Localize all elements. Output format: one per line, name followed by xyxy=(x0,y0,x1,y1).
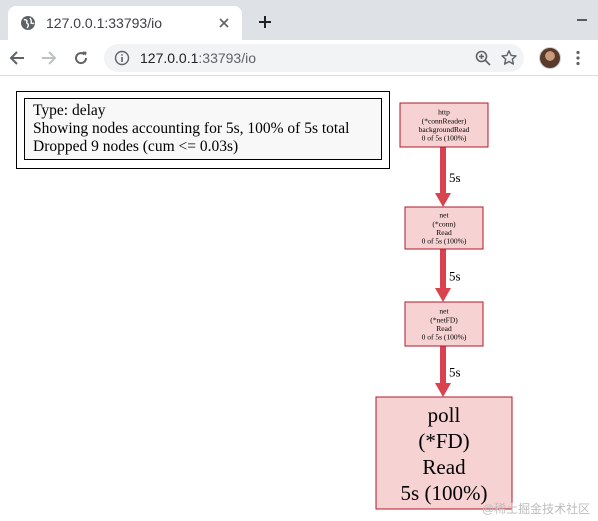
graph-node-label: (*connReader) xyxy=(422,116,467,125)
edge-label: 5s xyxy=(449,365,461,380)
url-path: :33793/io xyxy=(198,50,256,66)
graph-node-label: net xyxy=(439,307,449,316)
legend-frame xyxy=(16,91,390,169)
graph-node-box xyxy=(399,102,489,148)
graph-node-box xyxy=(404,301,484,347)
graph-node-label: http xyxy=(438,108,450,117)
close-tab-icon[interactable] xyxy=(216,15,232,31)
legend-type: Type: delay xyxy=(33,102,106,119)
reload-icon xyxy=(75,51,88,65)
legend-box: Type: delay Showing nodes accounting for… xyxy=(24,98,382,160)
graph-node-label: 5s (100%) xyxy=(401,481,488,505)
browser-menu-button[interactable] xyxy=(570,47,586,69)
watermark: @稀土掘金技术社区 xyxy=(482,502,591,516)
graph-node-label: net xyxy=(439,211,449,220)
globe-icon xyxy=(20,15,36,31)
graph-node-label: (*conn) xyxy=(432,219,456,228)
minimize-icon xyxy=(577,19,587,21)
graph-node-box xyxy=(375,396,513,510)
tab-title: 127.0.0.1:33793/io xyxy=(46,15,162,31)
graph-node-label: Read xyxy=(422,455,466,479)
info-icon[interactable] xyxy=(114,50,130,66)
profile-avatar[interactable] xyxy=(539,47,561,69)
plus-icon xyxy=(259,16,271,28)
edge-label: 5s xyxy=(449,170,461,185)
arrow-left-icon xyxy=(9,51,24,65)
graph-node-label: Read xyxy=(436,228,452,237)
back-button[interactable] xyxy=(6,47,28,69)
graph-node-label: (*netFD) xyxy=(430,315,458,324)
graph-node-label: backgroundRead xyxy=(419,125,470,134)
graph-node-label: Read xyxy=(436,324,452,333)
graph-node-label: 0 of 5s (100%) xyxy=(422,236,467,245)
browser-tab[interactable]: 127.0.0.1:33793/io xyxy=(8,6,242,40)
browser-toolbar: 127.0.0.1:33793/io xyxy=(0,40,598,76)
reload-button[interactable] xyxy=(70,47,92,69)
graph-node-label: 0 of 5s (100%) xyxy=(422,332,467,341)
legend-dropped: Dropped 9 nodes (cum <= 0.03s) xyxy=(33,138,239,155)
edge-arrowhead xyxy=(435,383,451,397)
bookmark-star-icon[interactable] xyxy=(500,49,518,67)
minimize-window-button[interactable] xyxy=(574,8,590,24)
url-host: 127.0.0.1 xyxy=(140,50,199,66)
url-text: 127.0.0.1:33793/io xyxy=(140,50,256,66)
edge-arrowhead xyxy=(435,288,451,302)
address-bar[interactable]: 127.0.0.1:33793/io xyxy=(104,44,524,72)
arrow-right-icon xyxy=(42,51,57,65)
legend-summary: Showing nodes accounting for 5s, 100% of… xyxy=(33,120,350,137)
edge-label: 5s xyxy=(449,269,461,284)
zoom-icon[interactable] xyxy=(474,49,492,67)
tab-strip: 127.0.0.1:33793/io xyxy=(0,0,598,40)
edge-arrowhead xyxy=(435,193,451,207)
graph-node-box xyxy=(404,206,484,250)
new-tab-button[interactable] xyxy=(254,11,276,33)
kebab-menu-icon xyxy=(576,50,580,66)
graph-node-label: poll xyxy=(428,403,461,427)
graph-node-label: 0 of 5s (100%) xyxy=(422,133,467,142)
graph-node-label: (*FD) xyxy=(418,429,469,453)
forward-button[interactable] xyxy=(38,47,60,69)
